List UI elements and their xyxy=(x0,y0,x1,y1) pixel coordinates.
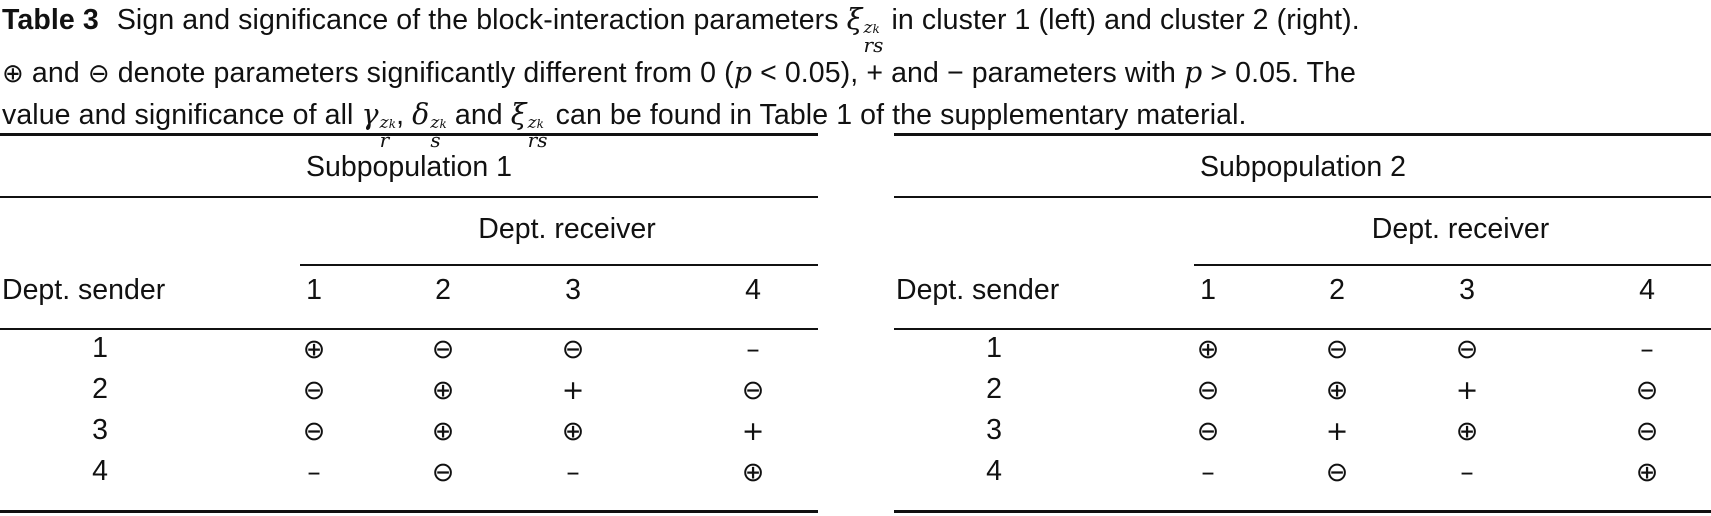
cell-r4-c2: ⊖ xyxy=(1325,457,1349,488)
caption-text-2b: < 0.05), + and − parameters with xyxy=(760,57,1176,89)
row-label-3: 3 xyxy=(92,414,108,446)
cell-r3-c1: ⊖ xyxy=(1196,416,1220,447)
column-header-1: 1 xyxy=(306,274,322,306)
cell-r3-c4: ⊖ xyxy=(1635,416,1659,447)
p-symbol: p xyxy=(733,56,753,89)
caption-and: and xyxy=(31,57,80,89)
cell-r3-c2: + xyxy=(1325,416,1349,447)
cell-r2-c4: ⊖ xyxy=(741,375,765,406)
cell-r4-c2: ⊖ xyxy=(431,457,455,488)
header-rule xyxy=(0,328,818,330)
cell-r2-c1: ⊖ xyxy=(1196,375,1220,406)
sender-header: Dept. sender xyxy=(896,274,1060,306)
top-rule xyxy=(0,133,818,136)
column-header-1: 1 xyxy=(1200,274,1216,306)
title-rule xyxy=(894,196,1711,198)
cell-r3-c2: ⊕ xyxy=(431,416,455,447)
cell-r3-c3: ⊕ xyxy=(561,416,585,447)
title-rule xyxy=(0,196,818,198)
plus-circle-symbol: ⊕ xyxy=(2,59,24,89)
cell-r4-c3: – xyxy=(1460,457,1474,488)
table-title: Subpopulation 1 xyxy=(305,151,513,183)
cell-r1-c2: ⊖ xyxy=(1325,334,1349,365)
caption-text-1b: in cluster 1 (left) and cluster 2 (right… xyxy=(891,4,1360,36)
table-title: Subpopulation 2 xyxy=(1199,151,1407,183)
header-rule xyxy=(894,328,1711,330)
cell-r3-c3: ⊕ xyxy=(1455,416,1479,447)
row-label-1: 1 xyxy=(986,332,1002,364)
column-header-4: 4 xyxy=(745,274,761,306)
receiver-header: Dept. receiver xyxy=(478,213,656,245)
column-header-4: 4 xyxy=(1639,274,1655,306)
caption-text-2c: > 0.05. The xyxy=(1210,57,1356,89)
cell-r1-c2: ⊖ xyxy=(431,334,455,365)
cell-r1-c3: ⊖ xyxy=(1455,334,1479,365)
cell-r3-c4: + xyxy=(741,416,765,447)
cell-r2-c2: ⊕ xyxy=(1325,375,1349,406)
caption-line-2: ⊕ and ⊖ denote parameters significantly … xyxy=(2,53,1702,95)
cell-r2-c1: ⊖ xyxy=(302,375,326,406)
row-label-2: 2 xyxy=(92,373,108,405)
row-label-2: 2 xyxy=(986,373,1002,405)
p-symbol-2: p xyxy=(1184,56,1203,89)
cell-r2-c2: ⊕ xyxy=(431,375,455,406)
cell-r1-c1: ⊕ xyxy=(1196,334,1220,365)
cell-r1-c4: – xyxy=(746,334,760,365)
receiver-rule xyxy=(300,264,818,266)
minus-circle-symbol: ⊖ xyxy=(87,59,110,89)
column-header-2: 2 xyxy=(435,274,451,306)
cell-r3-c1: ⊖ xyxy=(302,416,326,447)
table-caption: Table 3 Sign and significance of the blo… xyxy=(2,0,1702,152)
cell-r4-c1: – xyxy=(307,457,321,488)
row-label-4: 4 xyxy=(986,455,1002,487)
cell-r4-c4: ⊕ xyxy=(741,457,765,488)
caption-line-1: Table 3 Sign and significance of the blo… xyxy=(2,0,1702,57)
column-header-3: 3 xyxy=(1459,274,1475,306)
receiver-rule xyxy=(1194,264,1711,266)
sender-header: Dept. sender xyxy=(2,274,166,306)
bottom-rule xyxy=(894,510,1711,513)
caption-text-2a: denote parameters significantly differen… xyxy=(117,57,734,89)
top-rule xyxy=(894,133,1711,136)
caption-text-1a: Sign and significance of the block-inter… xyxy=(116,4,839,36)
row-label-4: 4 xyxy=(92,455,108,487)
caption-text-3a: value and significance of all xyxy=(2,98,354,131)
cell-r1-c3: ⊖ xyxy=(561,334,585,365)
cell-r4-c1: – xyxy=(1201,457,1215,488)
cell-r4-c3: – xyxy=(566,457,580,488)
caption-label: Table 3 xyxy=(2,4,99,36)
column-header-3: 3 xyxy=(565,274,581,306)
cell-r2-c3: + xyxy=(561,375,585,406)
bottom-rule xyxy=(0,510,818,513)
cell-r1-c4: – xyxy=(1640,334,1654,365)
caption-text-3b: can be found in Table 1 of the supplemen… xyxy=(555,98,1247,131)
caption-and-2: and xyxy=(454,98,503,131)
cell-r4-c4: ⊕ xyxy=(1635,457,1659,488)
row-label-1: 1 xyxy=(92,332,108,364)
receiver-header: Dept. receiver xyxy=(1371,213,1550,245)
column-header-2: 2 xyxy=(1329,274,1345,306)
cell-r2-c4: ⊖ xyxy=(1635,375,1659,406)
cell-r1-c1: ⊕ xyxy=(302,334,326,365)
cell-r2-c3: + xyxy=(1455,375,1479,406)
row-label-3: 3 xyxy=(986,414,1002,446)
